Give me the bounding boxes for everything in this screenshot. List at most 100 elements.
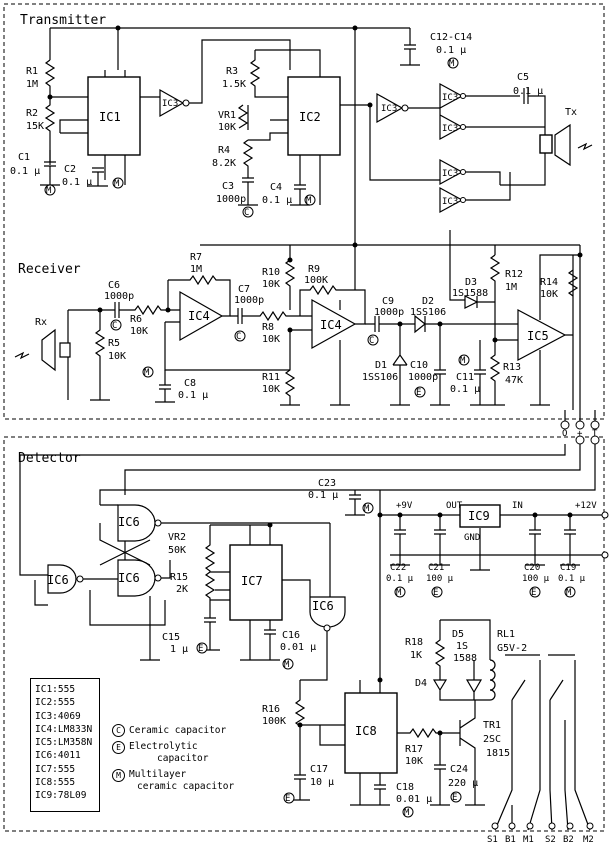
legend-part: IC8:555 [35,777,76,789]
r15-value: 2K [176,584,188,595]
c20-value: 100 µ [522,574,550,584]
out-s1-label: S1 [487,835,498,845]
c16-value: 0.01 µ [280,642,316,653]
svg-text:IC3: IC3 [381,104,397,114]
legend-multilayer-2: ceramic capacitor [137,781,235,792]
out-label: OUT [446,501,463,511]
legend-multilayer-1: Multilayer [129,769,187,780]
bus-t-label: T [592,429,598,439]
d5-label: D5 [452,629,464,640]
c12-value: 0.1 µ [436,45,466,56]
r13-label: R13 [503,362,521,373]
c22-label: C22 [390,563,406,573]
rl1-value: G5V-2 [497,643,527,654]
r15-label: R15 [170,572,188,583]
out-b2-label: B2 [563,835,574,845]
c3-value: 1000p [216,194,246,205]
c21-label: C21 [428,563,444,573]
ic8-label: IC8 [355,724,377,738]
c8-label: C8 [184,378,196,389]
d4-label: D4 [415,678,427,689]
r4-label: R4 [218,145,230,156]
r1-value: 1M [26,79,38,90]
r7-value: 1M [190,264,202,275]
r1-label: R1 [26,66,38,77]
detector-title: Detector [18,451,81,466]
bus-o-label: O [562,429,567,439]
r3-label: R3 [226,66,238,77]
r2-label: R2 [26,108,38,119]
r2-value: 15K [26,121,44,132]
ic8-box [344,692,398,774]
legend-ceramic: Ceramic capacitor [129,724,227,736]
ic4-a-label: IC4 [188,309,210,323]
ic2-box [287,76,341,156]
legend-part: IC3:4069 [35,710,81,722]
c17-label: C17 [310,764,328,775]
ic6-c-label: IC6 [47,573,69,587]
out-b1-label: B1 [505,835,516,845]
ceramic-cap-icon: C [112,724,125,737]
rl1-label: RL1 [497,629,515,640]
c7-label: C7 [238,284,250,295]
r14-label: R14 [540,277,558,288]
c7-value: 1000p [234,295,264,306]
svg-text:C: C [244,208,249,218]
svg-text:M: M [284,660,290,670]
svg-text:M: M [306,196,312,206]
tr1-value2: 1815 [486,748,510,759]
tx-label: Tx [565,107,577,118]
d1-value: 1SS106 [362,372,398,383]
receiver-title: Receiver [18,262,81,277]
c23-value: 0.1 µ [308,490,338,501]
c10-label: C10 [410,360,428,371]
r10-label: R10 [262,267,280,278]
ic6-a-label: IC6 [118,515,140,529]
r17-label: R17 [405,744,423,755]
v9-label: +9V [396,501,413,511]
ic1-box [87,76,141,156]
c8-value: 0.1 µ [178,390,208,401]
d1-label: D1 [375,360,387,371]
r3-value: 1.5K [222,79,246,90]
legend-electrolytic-2: capacitor [157,753,209,764]
r18-value: 1K [410,650,422,661]
c2-value: 0.1 µ [62,177,92,188]
c19-label: C19 [560,563,576,573]
svg-text:M: M [364,504,370,514]
c17-value: 10 µ [310,777,334,788]
legend-part: IC5:LM358N [35,737,93,749]
d2-value: 1SS106 [410,307,446,318]
ic9-box [459,504,501,528]
r6-label: R6 [130,314,142,325]
tr1-value: 2SC [483,734,501,745]
r9-value: 100K [304,275,328,286]
ic5-label: IC5 [527,329,549,343]
out-m2-label: M2 [583,835,594,845]
r5-value: 10K [108,351,126,362]
svg-text:M: M [404,808,410,818]
c20-label: C20 [524,563,540,573]
r8-value: 10K [262,334,280,345]
r4-value: 8.2K [212,158,236,169]
svg-text:E: E [198,644,203,654]
svg-text:C: C [236,332,241,342]
c6-label: C6 [108,280,120,291]
svg-text:M: M [114,179,120,189]
c9-value: 1000p [374,307,404,318]
c19-value: 0.1 µ [558,574,586,584]
d3-value: 1S1588 [452,288,488,299]
svg-text:IC3: IC3 [442,93,458,103]
legend-part: IC7:555 [35,763,76,775]
r17-value: 10K [405,756,423,767]
svg-text:E: E [452,793,457,803]
c21-value: 100 µ [426,574,454,584]
svg-text:M: M [449,59,455,69]
r16-label: R16 [262,704,280,715]
svg-text:E: E [285,794,290,804]
r5-label: R5 [108,338,120,349]
d5-value2: 1588 [453,653,477,664]
ic7-label: IC7 [241,574,263,588]
